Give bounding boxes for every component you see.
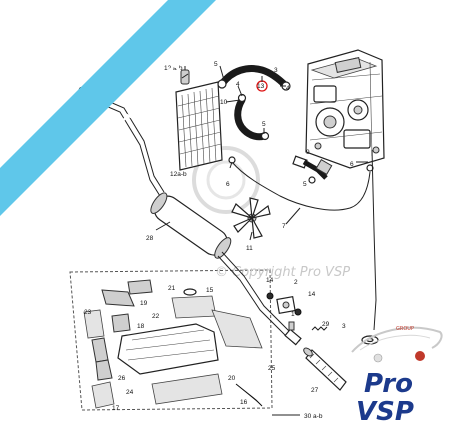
heater-hose-7 <box>228 156 374 211</box>
callout-1: 1 <box>291 311 295 318</box>
logo-line2: VSP <box>356 397 414 427</box>
watermark-text: © Copyright Pro VSP <box>215 265 350 280</box>
callout-3: 3 <box>274 67 278 74</box>
callout-19: 19 <box>140 300 148 307</box>
lower-hose <box>234 93 270 141</box>
callout-3b: 3 <box>342 323 346 330</box>
bracket-2 <box>276 296 296 314</box>
callout-16: 16 <box>240 399 248 406</box>
callout-5b: 5 <box>262 121 266 128</box>
bolt-1 <box>288 321 295 331</box>
callout-4a: 4 <box>286 85 290 92</box>
provsp-logo: GROUP Pro VSP <box>351 326 443 427</box>
logo-line1: Pro <box>364 369 413 399</box>
callout-22: 22 <box>152 313 160 320</box>
callout-27: 27 <box>311 387 319 394</box>
callout-30: 30 a-b <box>304 413 323 420</box>
callout-26: 26 <box>118 375 126 382</box>
callout-15: 15 <box>206 287 214 294</box>
callout-21: 21 <box>168 285 176 292</box>
upper-hose <box>217 65 291 91</box>
callout-6a: 6 <box>226 181 230 188</box>
spring-29 <box>311 326 328 331</box>
muffler <box>150 192 232 259</box>
pipe-right <box>371 149 377 331</box>
callout-9: 9 <box>306 149 310 156</box>
callout-18: 18 <box>137 323 145 330</box>
thermostat-pipe <box>292 155 333 184</box>
logo-group: GROUP <box>396 326 414 332</box>
callout-23: 23 <box>84 309 92 316</box>
callout-2: 2 <box>294 279 298 286</box>
callout-29: 29 <box>322 321 330 328</box>
radiator <box>175 66 223 171</box>
callout-6b: 6 <box>350 161 354 168</box>
callout-4b: 4 <box>236 81 240 88</box>
callout-5a: 5 <box>214 61 218 68</box>
callout-labels: 5 13 3 4 12 a-b 4 10 5 12a-b 6 9 8 5 6 7… <box>84 61 354 420</box>
callout-12b: 12a-b <box>170 171 187 178</box>
callout-12a: 12 a-b <box>164 65 183 72</box>
callout-24: 24 <box>126 389 134 396</box>
callout-25: 25 <box>268 365 276 372</box>
callout-14a: 14 <box>266 277 274 284</box>
leader-lines <box>155 65 368 241</box>
callout-20: 20 <box>228 375 236 382</box>
fan <box>231 197 271 239</box>
callout-5c: 5 <box>303 181 307 188</box>
watermark: © Copyright Pro VSP <box>192 146 350 280</box>
callout-8: 8 <box>306 161 310 168</box>
callout-13: 13 <box>257 83 265 90</box>
engine-block <box>305 49 385 169</box>
callout-28: 28 <box>146 235 154 242</box>
clamp-14a <box>266 292 274 300</box>
callout-11: 11 <box>246 245 253 252</box>
callout-7: 7 <box>282 223 286 230</box>
callout-10: 10 <box>220 99 228 106</box>
flexible-pipe-27 <box>303 347 347 391</box>
underbody-panels <box>83 279 263 409</box>
clamp-14b <box>294 308 302 316</box>
callout-14b: 14 <box>308 291 316 298</box>
callout-17: 17 <box>112 405 120 412</box>
